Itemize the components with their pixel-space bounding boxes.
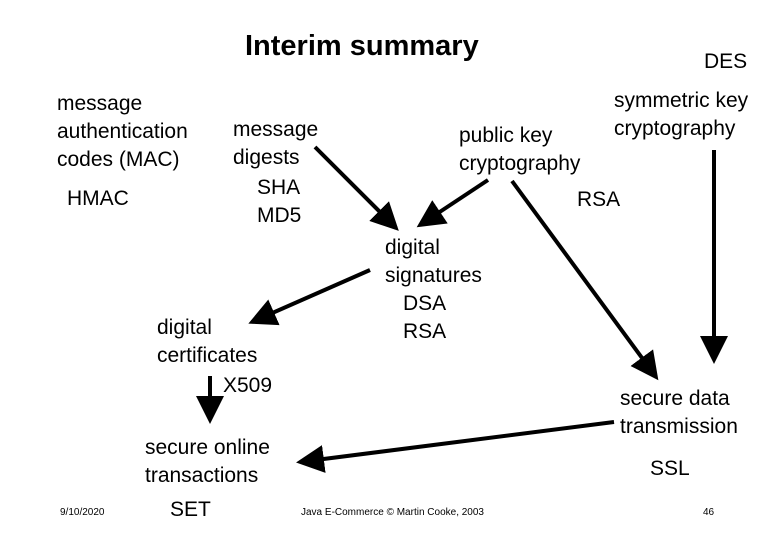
slide-title: Interim summary [245, 30, 479, 62]
footer-date: 9/10/2020 [60, 507, 105, 518]
des-label: DES [704, 50, 748, 73]
page-number: 46 [703, 507, 715, 518]
secure-online-label: secure online transactions [145, 436, 270, 487]
symmetric-label: symmetric key cryptography [614, 89, 749, 140]
signatures-label: digital signatures [385, 236, 482, 287]
x509-label: X509 [223, 374, 273, 397]
mac-label: message authentication codes (MAC) [57, 92, 188, 171]
secure-data-label: secure data transmission [620, 387, 738, 438]
digest-examples: SHA MD5 [257, 176, 302, 227]
arrow-secure-data-to-online [296, 420, 615, 473]
arrow-signatures-to-certificates [248, 268, 371, 326]
hmac-label: HMAC [67, 187, 129, 210]
public-key-label: public key cryptography [459, 124, 581, 175]
certificates-label: digital certificates [157, 316, 258, 367]
arrow-public-key-to-signatures [416, 178, 490, 228]
rsa-label: RSA [577, 188, 621, 211]
ssl-label: SSL [650, 457, 690, 480]
arrow-public-key-to-secure-data [510, 179, 659, 381]
signature-examples: DSA RSA [403, 292, 447, 343]
arrow-digests-to-signatures [313, 145, 399, 231]
digests-label: message digests [233, 118, 319, 169]
set-label: SET [170, 498, 211, 521]
footer-credit: Java E-Commerce © Martin Cooke, 2003 [301, 507, 484, 518]
